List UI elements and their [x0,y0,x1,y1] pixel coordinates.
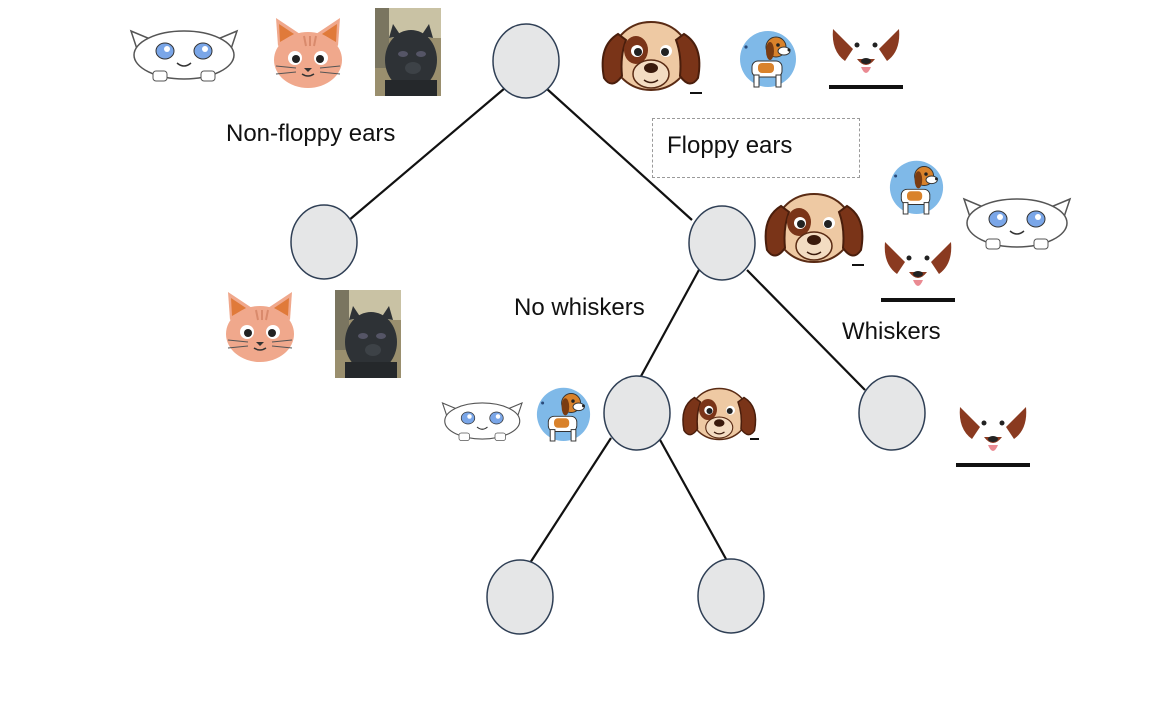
node-rl-left [486,559,554,635]
beagle-icon [739,30,797,88]
orange-cat-icon [273,17,343,89]
node-rl-right [697,558,765,634]
edge-root-right [546,88,693,221]
edge-rl-right [658,437,727,560]
big-dog-icon [764,193,864,263]
right-group [764,160,1071,302]
node-left [290,204,358,280]
beagle-icon [536,387,591,442]
black-cat-photo-icon [335,290,401,378]
edge-rl-left [529,437,612,564]
black-cat-photo-icon [375,8,441,96]
floppy-ears-label: Floppy ears [652,118,860,178]
white-cat-icon [441,402,523,442]
whiskers-label: Whiskers [842,318,941,345]
node-right-left [603,375,671,451]
right-right-group [956,407,1030,467]
edge-right-left [639,267,701,379]
root-group [130,8,903,96]
big-dog-icon [601,21,701,91]
orange-cat-icon [225,291,295,363]
node-root [492,23,560,99]
tree-edges [347,87,866,564]
no-whiskers-label: No whiskers [514,294,645,321]
right-left-group [441,387,759,442]
node-right-right [858,375,926,451]
big-dog-caption-mark [690,92,702,94]
dog-face-icon [956,407,1030,467]
edge-right-right [746,269,866,391]
big-dog-caption-mark [750,438,759,440]
non-floppy-ears-label: Non-floppy ears [226,120,396,147]
white-cat-icon [963,198,1071,250]
left-group [225,290,401,378]
big-dog-icon [682,387,757,441]
dog-face-icon [829,29,903,89]
tree-nodes [290,23,926,635]
beagle-icon [889,160,944,215]
white-cat-icon [130,30,238,82]
edge-root-left [347,87,506,222]
dog-face-icon [881,242,955,302]
big-dog-caption-mark [852,264,864,266]
node-right [688,205,756,281]
